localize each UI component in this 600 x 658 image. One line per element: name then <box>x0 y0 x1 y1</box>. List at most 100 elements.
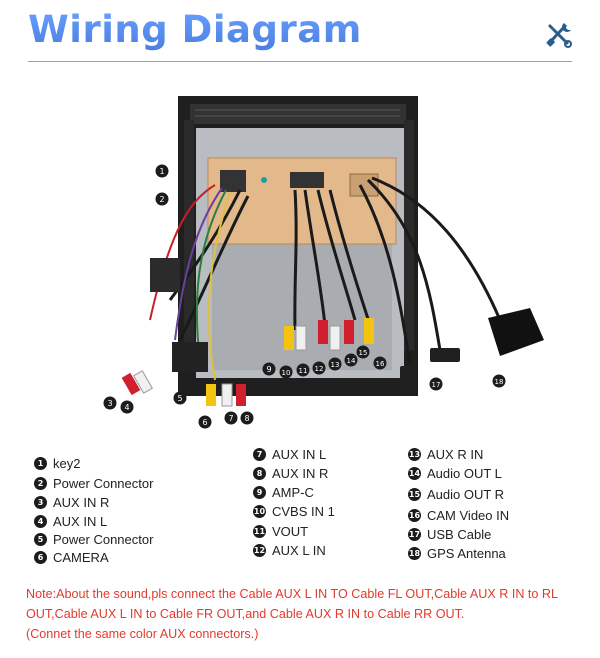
legend-number: 15 <box>408 488 421 501</box>
legend-number: 13 <box>408 448 421 461</box>
legend-item: 4 AUX IN L <box>34 514 107 529</box>
wire-bundle <box>168 176 502 366</box>
usb-plug-2 <box>400 366 414 388</box>
legend-label: USB Cable <box>427 527 492 542</box>
legend-label: AUX IN L <box>53 514 108 529</box>
wiring-illustration: 1 2 3 4 5 6 7 8 9 10 11 12 13 14 15 16 1… <box>103 96 544 429</box>
note-line-2: OUT,Cable AUX L IN to Cable FR OUT,and C… <box>26 607 465 621</box>
callout-8: 8 <box>240 411 254 425</box>
svg-text:13: 13 <box>331 361 340 369</box>
rca-connectors <box>121 318 374 407</box>
legend-item: 16 CAM Video IN <box>408 508 509 523</box>
svg-text:2: 2 <box>159 195 164 204</box>
callout-7: 7 <box>224 411 238 425</box>
svg-text:5: 5 <box>177 394 182 403</box>
legend-label: VOUT <box>272 524 309 539</box>
legend-item: 10 CVBS IN 1 <box>253 504 335 519</box>
legend-number: 6 <box>34 551 47 564</box>
svg-text:6: 6 <box>202 418 207 427</box>
legend-number: 16 <box>408 509 421 522</box>
legend-label: CAM Video IN <box>427 508 510 523</box>
callout-4: 4 <box>120 400 134 414</box>
power-connector-block <box>172 342 208 372</box>
legend-number: 3 <box>34 496 47 509</box>
note-line-3: (Connet the same color AUX connectors.) <box>26 627 259 641</box>
unit-top-vent <box>190 104 406 124</box>
connector-block-b <box>290 172 324 188</box>
legend-label: Power Connector <box>53 532 154 547</box>
svg-text:12: 12 <box>315 365 324 373</box>
svg-text:3: 3 <box>107 399 112 408</box>
legend-item: 13 AUX R IN <box>408 447 483 462</box>
legend-label: Audio OUT R <box>427 487 505 502</box>
callout-15: 15 <box>356 345 370 359</box>
usb-cable-plug <box>430 348 460 362</box>
svg-text:7: 7 <box>228 414 233 423</box>
callout-16: 16 <box>373 356 387 370</box>
legend-item: 8 AUX IN R <box>253 466 328 481</box>
legend-label: AMP-C <box>272 485 314 500</box>
legend-number: 9 <box>253 486 266 499</box>
legend-label: Power Connector <box>53 476 154 491</box>
board-led <box>261 177 267 183</box>
svg-text:14: 14 <box>347 357 356 365</box>
legend-item: 11 VOUT <box>253 524 308 539</box>
callout-9: 9 <box>262 362 276 376</box>
legend-item: 14 Audio OUT L <box>408 466 502 481</box>
svg-text:15: 15 <box>359 349 368 357</box>
legend-item: 9 AMP-C <box>253 485 314 500</box>
gps-antenna <box>488 308 544 356</box>
svg-text:16: 16 <box>376 360 385 368</box>
unit-side-left <box>184 120 194 350</box>
legend-label: CVBS IN 1 <box>272 504 335 519</box>
page-title: Wiring Diagram <box>28 8 362 51</box>
svg-text:10: 10 <box>282 369 291 377</box>
legend-label: AUX L IN <box>272 543 326 558</box>
legend-number: 1 <box>34 457 47 470</box>
title-divider <box>28 61 572 62</box>
callout-5: 5 <box>173 391 187 405</box>
legend-number: 11 <box>253 525 266 538</box>
legend-label: AUX IN R <box>272 466 329 481</box>
legend-label: GPS Antenna <box>427 546 506 561</box>
svg-text:17: 17 <box>432 381 441 389</box>
callout-11: 11 <box>296 363 310 377</box>
callout-1: 1 <box>155 164 169 178</box>
vent-slats <box>195 109 400 117</box>
harness-block <box>150 258 180 292</box>
legend-item: 5 Power Connector <box>34 532 153 547</box>
legend-item: 3 AUX IN R <box>34 495 109 510</box>
callout-14: 14 <box>344 353 358 367</box>
callout-2: 2 <box>155 192 169 206</box>
legend-label: Audio OUT L <box>427 466 502 481</box>
legend-label: CAMERA <box>53 550 109 565</box>
callout-18: 18 <box>492 374 506 388</box>
svg-text:4: 4 <box>124 403 129 412</box>
svg-text:1: 1 <box>159 167 164 176</box>
callout-12: 12 <box>312 361 326 375</box>
legend-number: 5 <box>34 533 47 546</box>
callout-6: 6 <box>198 415 212 429</box>
connector-block-c <box>349 173 379 197</box>
svg-text:8: 8 <box>244 414 249 423</box>
legend-number: 14 <box>408 467 421 480</box>
callout-markers: 1 2 3 4 5 6 7 8 9 10 11 12 13 14 15 16 1… <box>103 164 506 429</box>
legend-label: key2 <box>53 456 81 471</box>
legend-label: AUX R IN <box>427 447 484 462</box>
legend-number: 8 <box>253 467 266 480</box>
legend-number: 7 <box>253 448 266 461</box>
legend-number: 18 <box>408 547 421 560</box>
callout-13: 13 <box>328 357 342 371</box>
legend-number: 10 <box>253 505 266 518</box>
legend-number: 4 <box>34 515 47 528</box>
svg-text:9: 9 <box>266 365 271 374</box>
note-line-1: Note:About the sound,pls connect the Cab… <box>26 587 559 601</box>
legend-label: AUX IN R <box>53 495 110 510</box>
callout-10: 10 <box>279 365 293 379</box>
legend-item: 15 Audio OUT R <box>408 487 504 502</box>
callout-3: 3 <box>103 396 117 410</box>
